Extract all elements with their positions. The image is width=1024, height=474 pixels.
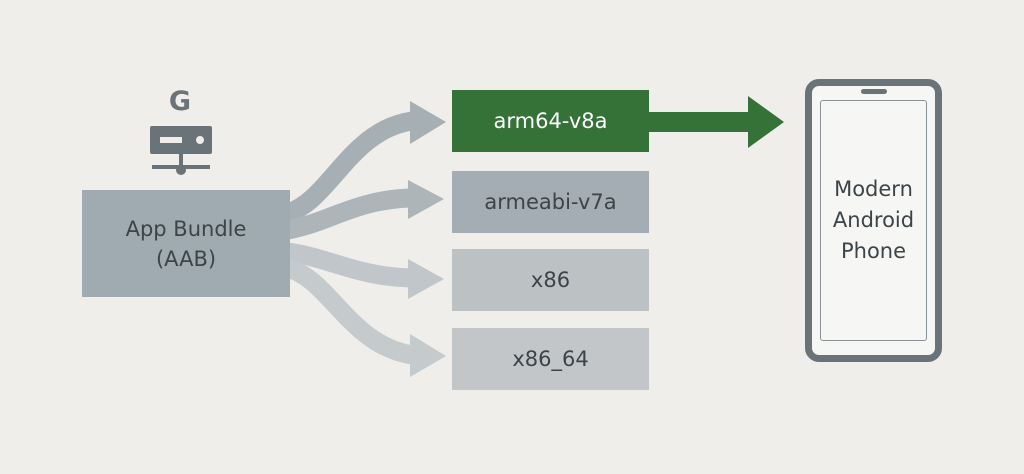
- abi-label: arm64-v8a: [493, 109, 608, 133]
- flow-arrowhead-x86_64: [410, 334, 446, 377]
- abi-box-arm64-v8a: arm64-v8a: [452, 90, 649, 152]
- flow-arrow-arm64: [284, 111, 414, 223]
- app-bundle-box: App Bundle (AAB): [82, 190, 290, 297]
- abi-label: x86: [530, 268, 571, 292]
- flow-arrowhead-armeabi: [408, 180, 444, 219]
- phone-screen: Modern Android Phone: [820, 100, 927, 341]
- server-icon: [150, 126, 212, 175]
- flow-arrow-x86: [286, 242, 411, 288]
- flow-arrow-x86_64: [284, 258, 414, 365]
- flow-arrow-armeabi: [286, 188, 411, 240]
- selected-arrow-shaft: [649, 112, 753, 132]
- abi-box-x86: x86: [452, 249, 649, 311]
- phone-label-line1: Modern: [834, 177, 913, 201]
- abi-box-armeabi-v7a: armeabi-v7a: [452, 171, 649, 233]
- abi-label: x86_64: [512, 347, 589, 371]
- android-phone: Modern Android Phone: [805, 79, 942, 362]
- app-bundle-label-line2: (AAB): [155, 246, 217, 271]
- phone-label: Modern Android Phone: [821, 174, 926, 267]
- abi-label: armeabi-v7a: [484, 190, 617, 214]
- phone-label-line2: Android: [832, 208, 915, 232]
- phone-label-line3: Phone: [840, 239, 907, 263]
- flow-arrowhead-x86: [408, 259, 444, 299]
- abi-box-x86_64: x86_64: [452, 328, 649, 390]
- google-g-icon: G: [168, 86, 192, 117]
- phone-earpiece: [860, 89, 887, 94]
- flow-arrowhead-arm64: [410, 101, 446, 144]
- selected-arrowhead: [748, 96, 784, 148]
- app-bundle-label-line1: App Bundle: [125, 216, 247, 241]
